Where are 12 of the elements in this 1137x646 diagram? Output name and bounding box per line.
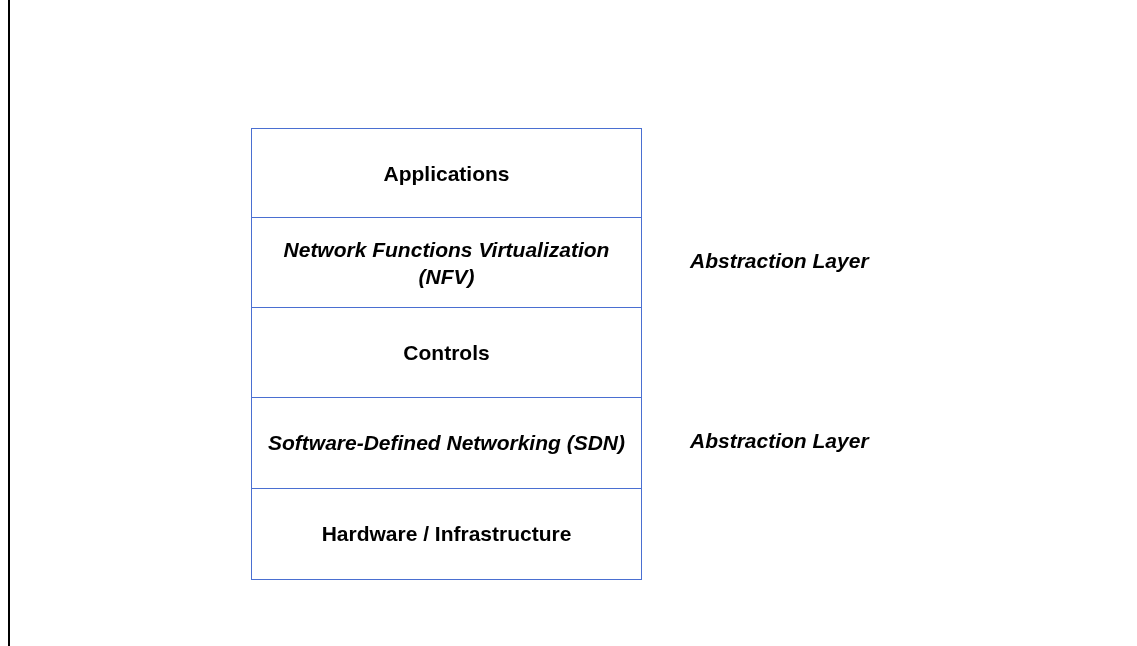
layer-box	[251, 488, 642, 580]
layer-box	[251, 307, 642, 399]
layer-label: Software-Defined Networking (SDN)	[267, 430, 626, 457]
layer-box	[251, 397, 642, 489]
side-note: Abstraction Layer	[690, 249, 869, 273]
layer-box	[251, 128, 642, 219]
layer-label: Applications	[382, 160, 511, 187]
layer-label: Controls	[402, 340, 491, 367]
layer-box	[251, 217, 642, 309]
layer-label: Network Functions Virtualization (NFV)	[282, 236, 611, 290]
layer-label: Hardware / Infrastructure	[320, 521, 573, 548]
side-note: Abstraction Layer	[690, 429, 869, 453]
